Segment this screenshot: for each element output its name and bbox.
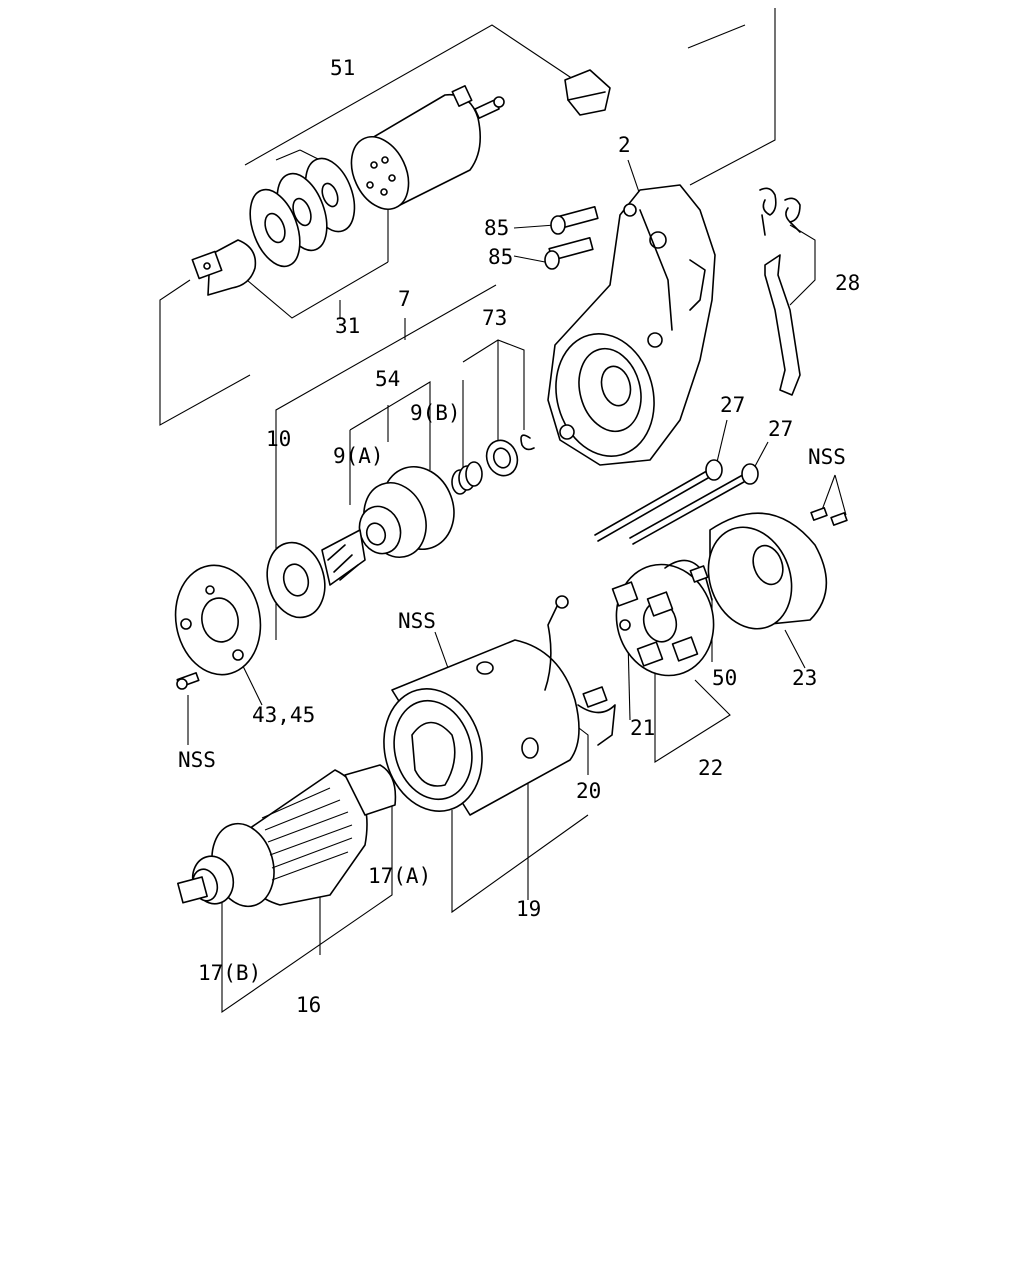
label-54: 54: [375, 367, 400, 391]
label-21: 21: [630, 716, 655, 740]
drive-housing: [547, 184, 716, 466]
yoke: [383, 595, 616, 816]
part-labels: 51 2 85 85 28 31 7 73 54 9(B) 9(A) 10 27…: [178, 56, 860, 1017]
label-23: 23: [792, 666, 817, 690]
label-nss-right: NSS: [808, 445, 846, 469]
end-cover: [707, 507, 848, 630]
label-31: 31: [335, 314, 360, 338]
label-10: 10: [266, 427, 291, 451]
center-bracket: [174, 564, 262, 690]
pinion-clutch-assembly: [266, 434, 535, 619]
label-9a: 9(A): [333, 444, 384, 468]
through-bolts: [594, 459, 759, 545]
label-17b: 17(B): [198, 961, 261, 985]
label-nss-yoke: NSS: [398, 609, 436, 633]
label-85-bottom: 85: [488, 245, 513, 269]
label-20: 20: [576, 779, 601, 803]
label-50: 50: [712, 666, 737, 690]
label-2: 2: [618, 133, 631, 157]
armature: [177, 764, 397, 908]
label-22: 22: [698, 756, 723, 780]
label-43-45: 43,45: [252, 703, 315, 727]
label-17a: 17(A): [368, 864, 431, 888]
solenoid-assembly: [191, 69, 611, 296]
shift-lever: [759, 187, 801, 396]
label-51: 51: [330, 56, 355, 80]
brush-holder: [611, 559, 715, 677]
label-85-top: 85: [484, 216, 509, 240]
label-nss-left: NSS: [178, 748, 216, 772]
label-27-right: 27: [768, 417, 793, 441]
label-27-left: 27: [720, 393, 745, 417]
label-16: 16: [296, 993, 321, 1017]
label-19: 19: [516, 897, 541, 921]
label-7: 7: [398, 287, 411, 311]
label-28: 28: [835, 271, 860, 295]
bolt-85-pair: [544, 205, 599, 270]
label-73: 73: [482, 306, 507, 330]
label-9b: 9(B): [410, 401, 461, 425]
